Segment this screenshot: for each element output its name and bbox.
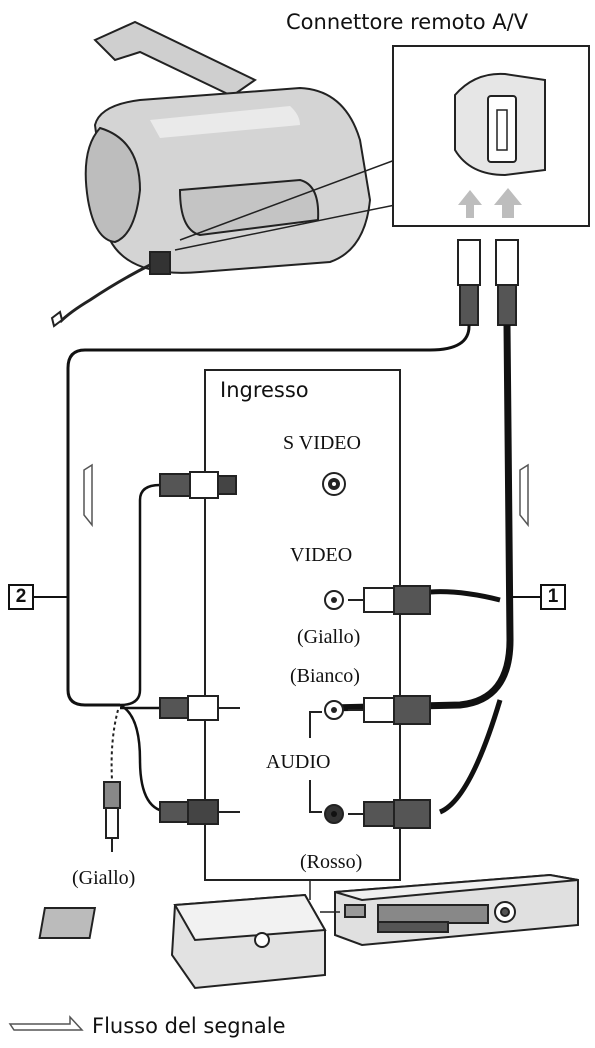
svideo-port xyxy=(322,472,346,496)
audio-left-port xyxy=(324,700,344,720)
svideo-plug xyxy=(159,471,237,499)
callout-line xyxy=(174,204,396,251)
cable-1 xyxy=(329,324,514,712)
svideo-yellow-color-label: (Giallo) xyxy=(72,867,136,889)
cable-2-number: 2 xyxy=(8,584,34,610)
callout-line xyxy=(179,159,396,241)
video-plug xyxy=(348,585,431,615)
signal-arrow xyxy=(519,463,529,528)
audio-left-plug-right xyxy=(348,695,431,725)
cable-1-leader xyxy=(510,596,540,598)
video-label: VIDEO xyxy=(290,544,353,566)
video-color-label: (Giallo) xyxy=(297,626,361,648)
audio-right-plug-right xyxy=(348,799,431,829)
connector-title: Connettore remoto A/V xyxy=(286,10,529,34)
vcr-illustration xyxy=(334,873,579,947)
cable-2 xyxy=(66,324,471,707)
av-connector-detail xyxy=(392,45,590,227)
audio-left-plug-left xyxy=(159,695,240,721)
audio-label: AUDIO xyxy=(266,751,331,773)
yellow-plug xyxy=(103,781,121,852)
panel-title: Ingresso xyxy=(220,378,309,402)
audio-white-color-label: (Bianco) xyxy=(290,665,360,687)
audio-red-color-label: (Rosso) xyxy=(300,851,363,873)
audio-bracket xyxy=(309,711,322,738)
camcorder-illustration xyxy=(50,20,372,328)
signal-flow-icon xyxy=(8,1015,84,1031)
audio-right-plug-left xyxy=(159,799,240,825)
cable-1-number: 1 xyxy=(540,584,566,610)
input-panel xyxy=(204,369,401,881)
video-port xyxy=(324,590,344,610)
signal-arrow xyxy=(83,463,93,528)
cable-2-leader xyxy=(34,596,68,598)
av-plugs xyxy=(457,239,519,326)
signal-flow-legend: Flusso del segnale xyxy=(92,1014,286,1038)
svideo-label: S VIDEO xyxy=(283,432,361,454)
signal-arrow xyxy=(458,188,522,218)
audio-right-port xyxy=(324,804,344,824)
dvd-recorder-illustration xyxy=(38,893,327,990)
